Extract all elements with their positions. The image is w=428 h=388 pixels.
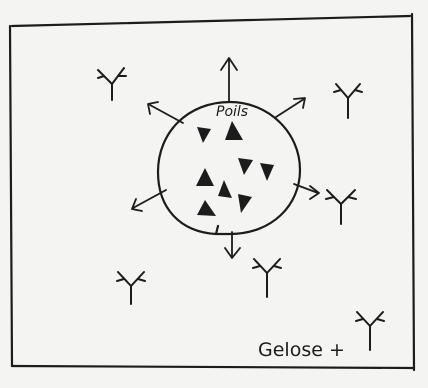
triangle-particle-icon [260, 163, 274, 181]
arrow-icon [294, 184, 319, 199]
triangle-particle-icon [218, 180, 232, 198]
triangle-particle-icon [238, 158, 253, 175]
particles [196, 121, 274, 216]
medium-label: Gelose + [258, 339, 345, 361]
y-shaped-antibody-icon [356, 312, 384, 350]
well-label: Poils [216, 104, 248, 120]
triangle-particle-icon [225, 121, 243, 140]
y-shaped-antibody-icon [334, 84, 362, 118]
y-shaped-antibody-icon [117, 272, 145, 304]
y-shaped-antibody-icon [98, 68, 126, 100]
arrow-icon [225, 232, 240, 258]
arrow-icon [221, 58, 237, 102]
triangle-particle-icon [196, 168, 214, 186]
arrow-icon [276, 98, 305, 117]
triangle-particle-icon [197, 127, 211, 143]
triangle-particle-icon [238, 194, 252, 213]
y-shaped-antibody-icon [253, 259, 281, 297]
arrow-icon [148, 102, 183, 123]
triangle-particle-icon [197, 200, 216, 216]
y-shaped-antibody-icon [326, 190, 356, 224]
arrow-icon [132, 190, 166, 211]
